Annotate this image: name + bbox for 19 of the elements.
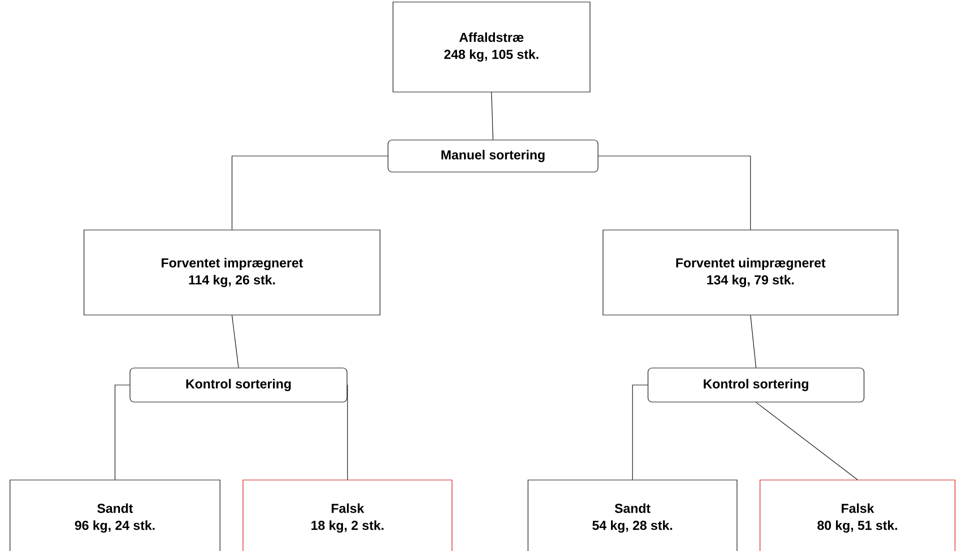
connector-line (232, 156, 388, 230)
connector-line (756, 402, 858, 480)
result-box: Affaldstræ 248 kg, 105 stk. (392, 2, 590, 92)
connector-line (632, 384, 648, 480)
connector-line (232, 315, 239, 368)
connector-line (114, 384, 130, 480)
result-box: Falsk 18 kg, 2 stk. (242, 480, 452, 551)
result-box: Sandt 54 kg, 28 stk. (528, 480, 738, 551)
connector-line (491, 92, 494, 140)
connector-line (347, 384, 348, 480)
result-box: Forventet imprægneret 114 kg, 26 stk. (84, 230, 380, 316)
result-box: Forventet uimprægneret 134 kg, 79 stk. (602, 230, 898, 316)
process-box: Kontrol sortering (130, 368, 348, 402)
process-box: Manuel sortering (388, 140, 598, 172)
result-box: Sandt 96 kg, 24 stk. (10, 480, 220, 551)
connector-line (750, 315, 756, 368)
connector-line (598, 156, 751, 230)
process-box: Kontrol sortering (648, 368, 864, 402)
result-box: Falsk 80 kg, 51 stk. (760, 480, 956, 551)
